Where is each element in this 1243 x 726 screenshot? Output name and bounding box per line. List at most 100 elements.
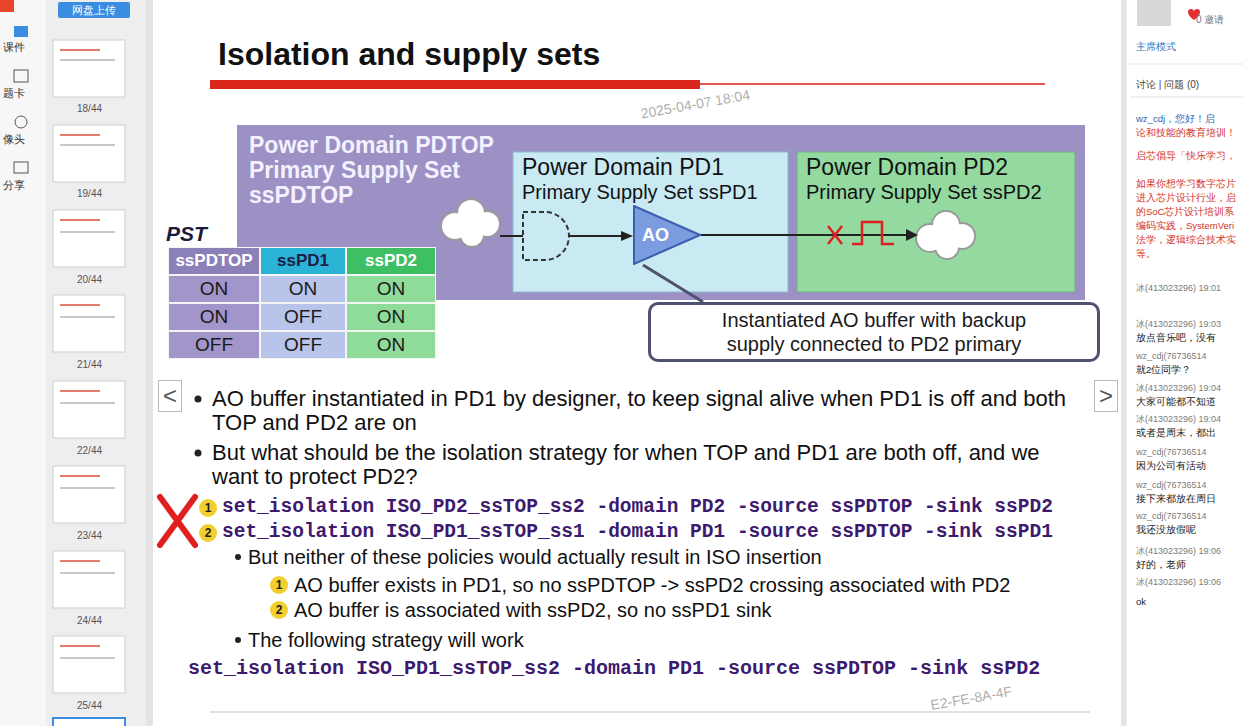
pen-annotation [828,226,842,244]
box-heading: AO [633,205,701,265]
chat-user: 冰(413023296) 19:03 [1136,318,1221,330]
page-arrow: > [1094,380,1118,412]
table-header-cell: ssPD1 [260,247,346,275]
page-number: 19/44 [77,188,102,199]
tool-label: 分享 [3,178,25,193]
signal-wire [500,235,523,237]
thumbnail [53,466,125,523]
page-number: 18/44 [77,103,102,114]
power-domain-box: Power Domain PD2Primary Supply Set ssPD2 [797,152,1075,292]
table-cell: ON [168,303,260,331]
chat-line: 好的，老师 [1136,559,1186,571]
tool-column [0,0,46,726]
current-thumbnail [53,718,125,726]
table-cell: ON [346,303,436,331]
buffer-symbol: AO [633,205,701,265]
box-heading: Instantiated AO buffer with backup suppl… [701,308,1047,356]
code-line: set_isolation ISO_PD2_ssTOP_ss2 -domain … [222,496,1053,519]
thumbnail-line [60,316,115,318]
chat-line: 大家可能都不知道 [1136,396,1216,408]
mode-label: 主席模式 [1136,40,1176,54]
step-number: 1 [199,499,217,517]
bullet-dot [235,637,241,643]
step-number: 2 [270,601,288,619]
signal-wire [701,234,910,236]
table-title: PST [166,222,207,246]
pen-annotation [852,222,894,244]
pd2-fill [797,152,1075,292]
title-rule [700,83,1045,85]
thumbnail [53,210,125,267]
step-number: 2 [199,524,217,542]
thumbnail [53,125,125,182]
chat-line: wz_cdj，您好！启 [1136,113,1215,125]
watermark: 2025-04-07 18:04 [639,87,751,122]
thumbnail-line [60,572,115,574]
thumbnail-line [60,487,115,489]
panel-tab: 讨论 | 问题 (0) [1136,78,1199,92]
thumbnail-line [60,304,100,306]
cloud-part [461,224,483,246]
code-line: set_isolation ISO_PD1_ssTOP_ss1 -domain … [222,521,1053,544]
chat-panel [1126,0,1243,726]
callout-pointer [643,265,703,302]
table-cell: OFF [260,303,346,331]
chat-line: 如果你想学习数字芯片 [1136,178,1236,190]
chat-user: 冰(413023296) 19:06 [1136,576,1221,588]
panel-divider [1130,64,1243,65]
pdtop-fill [237,125,1085,300]
power-domain-box: AOPower Domain PD1Primary Supply Set ssP… [513,152,788,292]
tool-icon [14,26,28,37]
thumbnail-line [60,231,115,233]
buffer-triangle [634,206,700,264]
table-cell: OFF [260,331,346,359]
thumbnail-line [60,59,115,61]
chat-line: 我还没放假呢 [1136,524,1196,536]
box-body: Primary Supply Set ssPDTOP [249,158,504,208]
bullet-dot [195,450,202,457]
sub-bullet-text: But neither of these policies would actu… [248,545,822,569]
chat-user: 冰(413023296) 19:04 [1136,382,1221,394]
chat-line: 或者是周末，都出 [1136,427,1216,439]
and-gate-symbol [523,212,569,260]
tool-label: 像头 [3,132,25,147]
chat-line: 论和技能的教育培训！ [1136,127,1236,139]
thumbnail-column [46,0,146,726]
chat-line: 因为公司有活动 [1136,460,1206,472]
sub-bullet-text: AO buffer exists in PD1, so no ssPDTOP -… [294,573,1010,597]
page-number: 24/44 [77,615,102,626]
thumbnail-content [60,50,115,658]
arrow-head [906,229,918,241]
invite-count: 0 邀请 [1196,13,1224,27]
bullet-dot [195,396,202,403]
slide-page [153,0,1121,726]
chat-line: 接下来都放在周日 [1136,493,1216,505]
thumbnail [53,551,125,608]
logic-cloud [441,199,500,247]
page-number: 22/44 [77,445,102,456]
slide-thumbnails [53,40,125,726]
code-line: set_isolation ISO_PD1_ssTOP_ss2 -domain … [188,657,1040,681]
cross-mark [160,497,195,545]
thumbnail [53,40,125,97]
chat-line: 进入芯片设计行业，启 [1136,192,1236,204]
thumbnail-line [60,475,100,477]
bullet-text: AO buffer instantiated in PD1 by designe… [212,387,1084,435]
chat-line: 编码实践，SystemVeri [1136,220,1234,232]
sub-bullet-text: The following strategy will work [248,628,524,652]
chat-line: 等。 [1136,248,1156,260]
chat-line: 法学，逻辑综合技术实 [1136,234,1236,246]
thumbnail-line [60,402,115,404]
thumbnail-line [60,390,100,392]
box-body: Primary Supply Set ssPD1 [522,180,779,204]
tool-icon [0,0,14,12]
chat-line: 就2位同学？ [1136,364,1191,376]
step-number: 1 [270,576,288,594]
table-cell: ON [346,275,436,303]
cloud-part [936,236,958,258]
chat-line: 的SoC芯片设计培训系 [1136,206,1234,218]
thumbnail-line [60,134,100,136]
upload-button: 网盘上传 [58,2,130,18]
chat-user: 冰(413023296) 19:06 [1136,545,1221,557]
chat-user: wz_cdj(76736514 [1136,479,1207,491]
